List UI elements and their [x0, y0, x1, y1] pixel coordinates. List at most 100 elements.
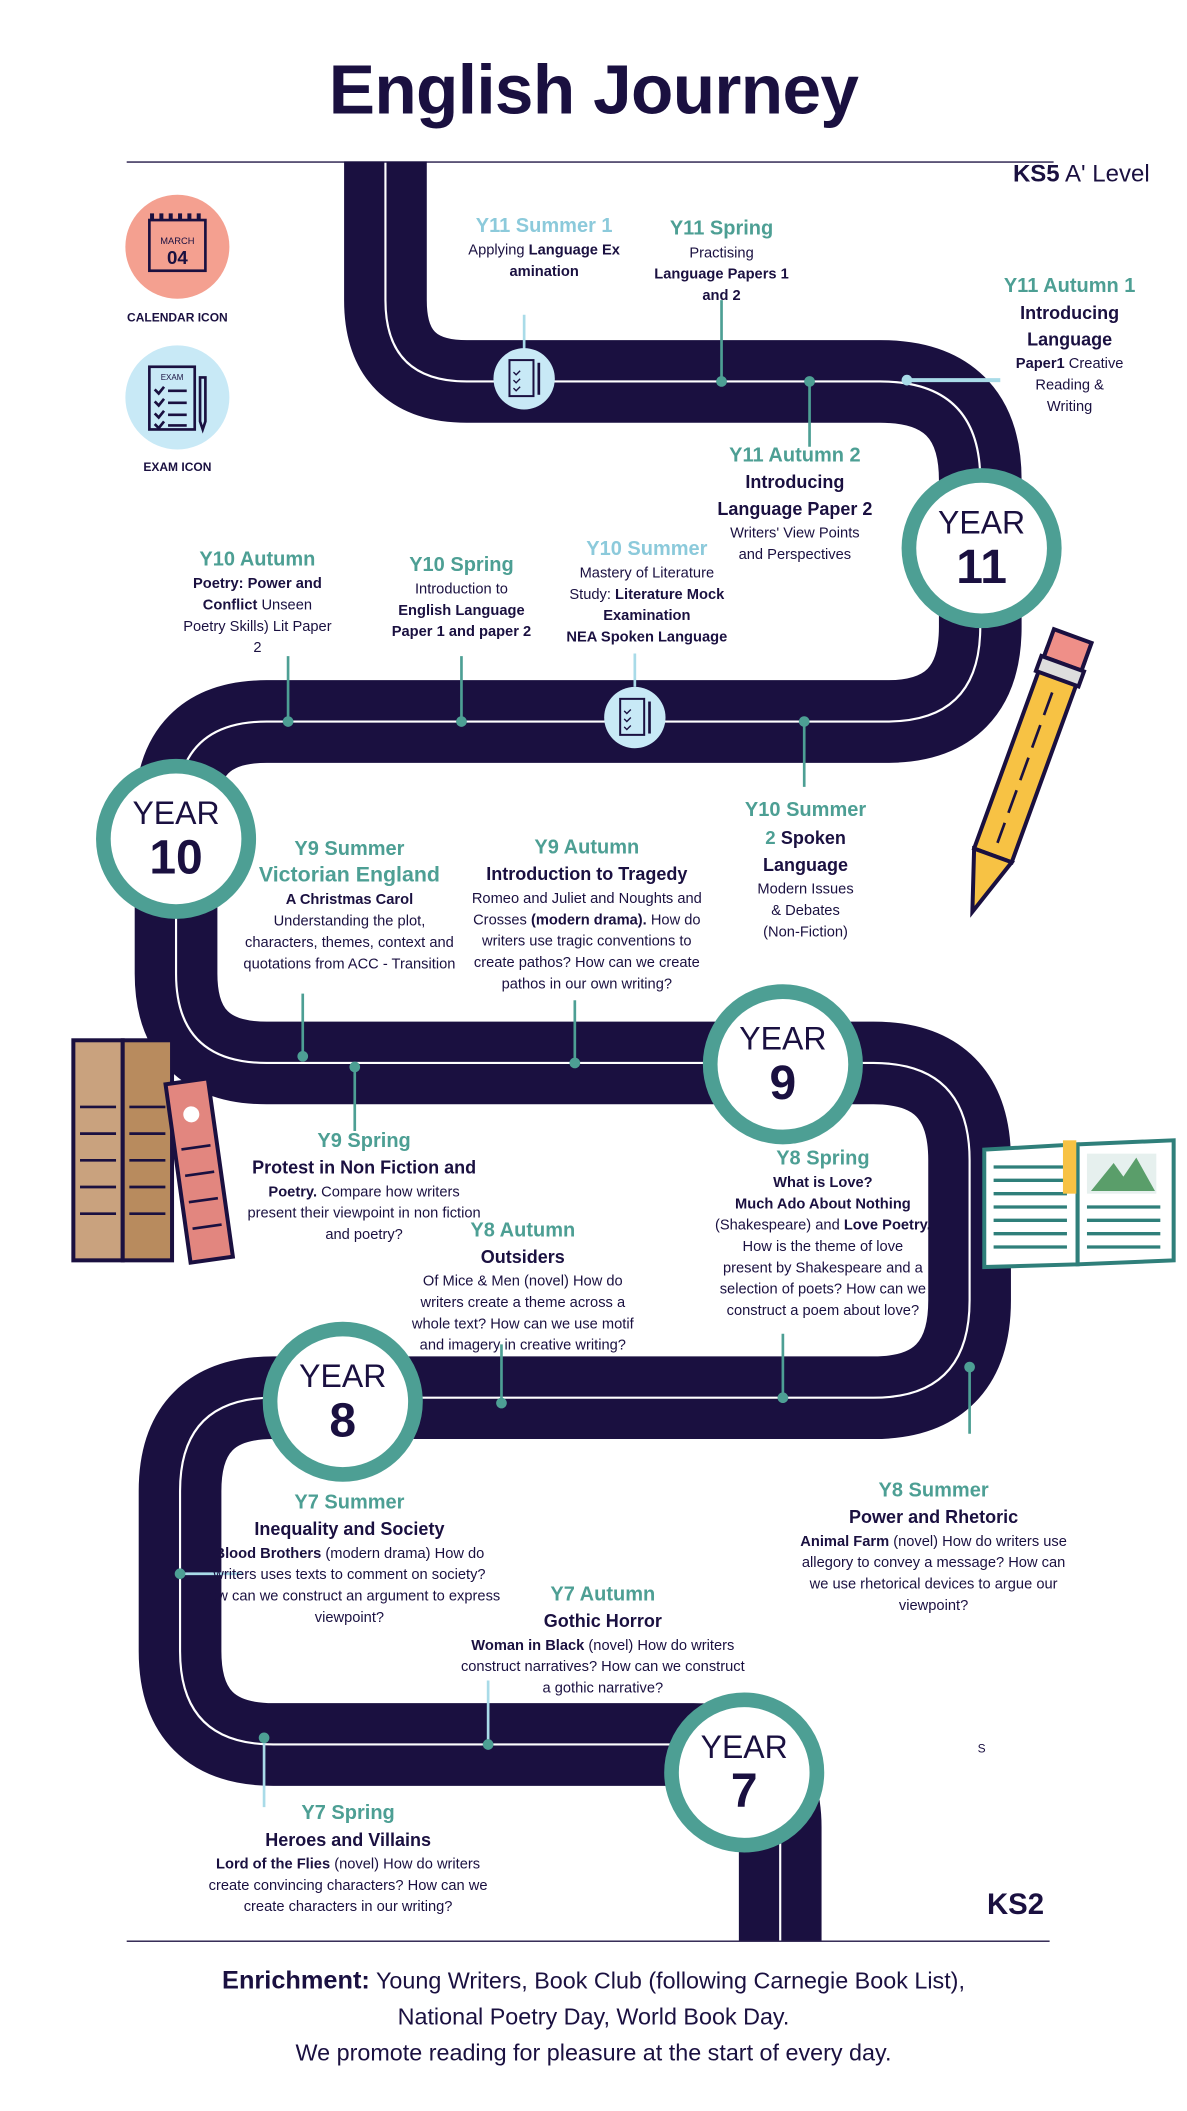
text: present by Shakespeare and a: [722, 1260, 923, 1277]
calendar-legend-label: CALENDAR ICON: [127, 310, 228, 325]
exam-label-text: EXAM: [161, 373, 184, 382]
text: & Debates: [771, 902, 840, 919]
text: construct a poem about love?: [726, 1303, 920, 1320]
text: writers create a theme across a: [420, 1295, 626, 1312]
milestone-text-line: Mastery of Literature: [533, 563, 760, 584]
milestone-text-line: and 2: [628, 285, 815, 306]
milestone-text-line: Practising: [628, 243, 815, 264]
text: whole text? How can we use motif: [411, 1316, 634, 1333]
enrichment-line: We promote reading for pleasure at the s…: [295, 2039, 892, 2066]
ks5-bold: KS5: [1012, 160, 1060, 187]
milestone-heading: Y8 Summer: [878, 1479, 989, 1502]
text: Mastery of Literature: [579, 565, 715, 582]
bold-text: What is Love?: [773, 1174, 873, 1191]
year-number: 7: [730, 1763, 758, 1818]
milestone-text-line: (Non-Fiction): [712, 922, 899, 943]
exam-icon: [604, 686, 666, 749]
milestone-text-line: Blood Brothers (modern drama) How do: [183, 1543, 516, 1564]
milestone-heading: Y9 Summer: [294, 837, 405, 861]
text: a gothic narrative?: [542, 1680, 664, 1697]
bold-text: Inequality and Society: [254, 1519, 445, 1540]
text: create pathos? How can we create: [473, 954, 700, 971]
calendar-day: 04: [167, 247, 188, 268]
milestone-text-line: Much Ado About Nothing: [690, 1194, 957, 1215]
exam-legend-icon: EXAM: [125, 345, 230, 450]
milestone-text-line: 2 Spoken: [712, 824, 899, 852]
text: How can we construct an argument to expr…: [198, 1588, 501, 1605]
books-illustration: [71, 1038, 236, 1265]
enrichment-section: Enrichment: Young Writers, Book Club (fo…: [0, 1963, 1187, 2071]
milestone-text-line: How can we construct an argument to expr…: [183, 1586, 516, 1607]
milestone-text-line: Lord of the Flies (novel) How do writers: [181, 1854, 514, 1875]
milestone-text-line: a gothic narrative?: [436, 1678, 769, 1699]
bold-text: Examination: [603, 608, 691, 625]
milestone-text-line: English Language: [361, 600, 561, 621]
bold-text: Paper 1 and paper 2: [391, 624, 532, 641]
bold-text: Poetry:: [192, 576, 248, 593]
text: How is the theme of love: [742, 1239, 904, 1256]
milestone-heading: Y11 Spring: [669, 217, 774, 241]
year-number: 11: [956, 538, 1007, 594]
milestone-text-line: Protest in Non Fiction and: [217, 1155, 510, 1182]
text: (novel) How do writers use: [889, 1533, 1067, 1550]
text: Poetry Skills) Lit Paper: [183, 618, 332, 635]
bold-text: Literature Mock: [615, 586, 725, 603]
milestone-text-line: viewpoint?: [774, 1595, 1094, 1616]
milestone-heading: Y9 Spring: [317, 1129, 411, 1153]
text: (novel) How do writers: [330, 1856, 481, 1873]
text: create convincing characters? How can we: [208, 1877, 488, 1894]
milestone-heading: Y7 Spring: [301, 1801, 395, 1825]
text: present their viewpoint in non fiction: [247, 1205, 481, 1222]
milestone-text-line: amination: [431, 261, 658, 282]
text: Practising: [689, 245, 754, 262]
milestone-text-line: present their viewpoint in non fiction: [217, 1203, 510, 1224]
milestone-text-line: Introduction to Tragedy: [447, 862, 727, 889]
bold-text: Love Poetry.: [843, 1217, 931, 1234]
text: and poetry?: [325, 1227, 403, 1244]
milestone-text-line: Writers' View Points: [682, 523, 909, 544]
bottom-divider: [126, 1940, 1050, 1942]
ks2-label: KS2: [986, 1887, 1045, 1921]
text: How do: [646, 912, 701, 929]
milestone-text-line: Modern Issues: [712, 879, 899, 900]
bold-text: NEA Spoken Language: [566, 629, 728, 646]
milestone-text-line: Reading &: [983, 375, 1156, 396]
milestone-heading: Y8 Autumn: [470, 1219, 576, 1242]
milestone-text-line: Gothic Horror: [436, 1608, 769, 1635]
bold-text: Language Papers 1: [654, 266, 789, 283]
text: viewpoint?: [898, 1597, 969, 1614]
milestone-text-line: viewpoint?: [183, 1607, 516, 1628]
milestone-text-line: What is Love?: [690, 1172, 957, 1193]
pencil-illustration: [970, 626, 1095, 918]
milestone-text-line: Of Mice & Men (novel) How do: [376, 1271, 669, 1292]
text: and Perspectives: [738, 546, 852, 563]
milestone-text-line: Introduction to: [361, 579, 561, 600]
text: Of Mice & Men (novel) How do: [422, 1273, 623, 1290]
text: Modern Issues: [757, 881, 854, 898]
stray-mark: S: [977, 1741, 986, 1756]
milestone-heading: Y10 Spring: [409, 553, 514, 577]
milestone-text-line: Crosses (modern drama). How do: [447, 910, 727, 931]
bold-text: and 2: [702, 288, 741, 305]
milestone-text-line: writers use tragic conventions to: [447, 931, 727, 952]
milestone-text-line: Language Papers 1: [628, 264, 815, 285]
milestone-text-line: Poetry Skills) Lit Paper: [151, 616, 364, 637]
milestone-text-line: Language: [712, 852, 899, 879]
text: we use rhetorical devices to argue our: [809, 1576, 1058, 1593]
milestone-text-line: NEA Spoken Language: [533, 627, 760, 648]
bold-text: Conflict: [202, 597, 258, 614]
milestone-text-line: & Debates: [712, 900, 899, 921]
milestone-text-line: we use rhetorical devices to argue our: [774, 1574, 1094, 1595]
year-word: YEAR: [299, 1359, 387, 1396]
bold-text: Introducing: [1020, 302, 1120, 323]
bold-text: Blood Brothers: [214, 1545, 322, 1562]
text: Creative: [1064, 356, 1124, 373]
milestone-text-line: 2: [151, 638, 364, 659]
